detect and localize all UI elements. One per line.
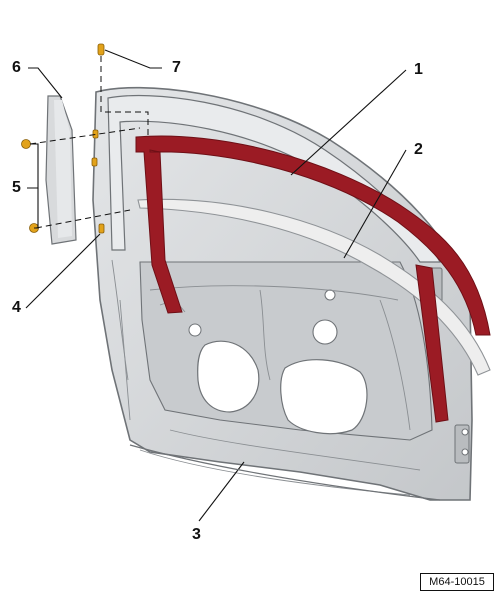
- window-frame: [107, 94, 442, 263]
- small-hole: [324, 289, 336, 301]
- round-opening: [312, 319, 338, 345]
- assembly-lines: [29, 56, 149, 229]
- clip-upper: [21, 139, 31, 149]
- window-frame-seal: [135, 135, 491, 336]
- reference-code: M64-10015: [420, 573, 494, 591]
- small-hole: [188, 323, 202, 337]
- mirror-trim-highlight: [54, 100, 72, 238]
- screw-side-2: [92, 129, 99, 139]
- screw-side-3: [91, 157, 98, 167]
- fastener-group: [21, 43, 105, 234]
- sill-edge: [129, 444, 441, 501]
- callout-2: 2: [414, 141, 423, 158]
- callout-5: 5: [12, 179, 21, 196]
- access-opening: [280, 359, 368, 435]
- callout-4: 4: [12, 299, 21, 316]
- leader-lines: [25, 49, 407, 522]
- speaker-opening: [197, 340, 260, 413]
- screw-top: [97, 43, 105, 56]
- screw-side: [98, 223, 105, 234]
- callout-7: 7: [172, 59, 181, 76]
- callout-3: 3: [192, 526, 201, 543]
- callout-6: 6: [12, 59, 21, 76]
- callout-1: 1: [414, 61, 423, 78]
- window-seal-leg: [415, 264, 449, 423]
